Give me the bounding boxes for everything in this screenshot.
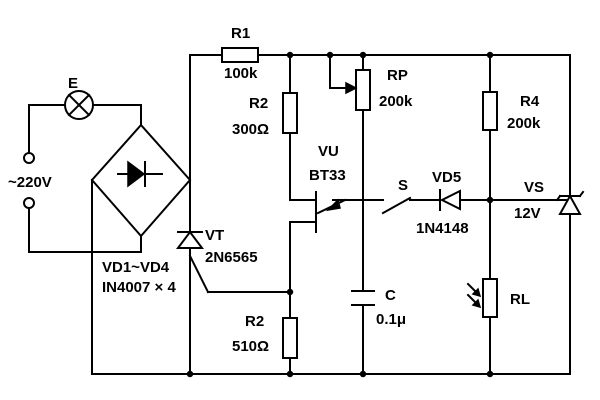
zener-ref-label: VS [524, 179, 544, 196]
r1-value-label: 100k [224, 65, 258, 82]
lamp-icon [64, 90, 94, 120]
zener-value-label: 12V [514, 205, 541, 222]
junction-dot [286, 288, 294, 296]
junction-dot [486, 51, 494, 59]
ujt-part-label: BT33 [309, 167, 346, 184]
capacitor-icon [351, 290, 375, 306]
bridge-rectifier-icon [90, 123, 192, 238]
vd5-part-label: 1N4148 [416, 220, 469, 237]
vd5-ref-label: VD5 [432, 169, 461, 186]
junction-dot [486, 370, 494, 378]
vd5-diode-icon [439, 189, 461, 211]
rp-value-label: 200k [379, 93, 413, 110]
junction-dot [286, 370, 294, 378]
rp-potentiometer [345, 69, 371, 111]
rp-ref-label: RP [387, 67, 408, 84]
junction-dot [359, 370, 367, 378]
junction-dot [359, 51, 367, 59]
r4-ref-label: R4 [520, 93, 540, 110]
bridge-part-label: IN4007 × 4 [102, 279, 176, 296]
mains-terminals [23, 152, 35, 209]
r4-value-label: 200k [507, 115, 541, 132]
capacitor-ref-label: C [385, 287, 396, 304]
ujt-transistor-icon [315, 191, 347, 233]
r2-upper-value-label: 300Ω [232, 121, 269, 138]
ujt-ref-label: VU [318, 143, 339, 160]
zener-diode-icon [555, 190, 585, 215]
switch-ref-label: S [398, 177, 408, 194]
r1-ref-label: R1 [231, 25, 250, 42]
scr-ref-label: VT [205, 227, 224, 244]
r2-lower-value-label: 510Ω [232, 338, 269, 355]
switch-icon [381, 196, 412, 215]
mains-voltage-label: ~220V [8, 174, 52, 191]
r4-resistor [482, 91, 498, 131]
ldr-icon [466, 278, 498, 318]
r2-lower-ref-label: R2 [245, 313, 264, 330]
ldr-ref-label: RL [510, 291, 530, 308]
r2-upper-ref-label: R2 [249, 95, 268, 112]
lamp-label: E [68, 75, 78, 92]
thyristor-icon [176, 230, 204, 249]
capacitor-value-label: 0.1μ [376, 311, 406, 328]
junction-dot [186, 370, 194, 378]
r1-resistor [221, 47, 259, 63]
junctions [186, 51, 494, 378]
junction-dot [486, 196, 494, 204]
r2-upper-resistor [282, 92, 298, 134]
scr-part-label: 2N6565 [205, 249, 258, 266]
junction-dot [326, 51, 334, 59]
junction-dot [286, 51, 294, 59]
r2-lower-resistor [282, 317, 298, 359]
bridge-ref-label: VD1~VD4 [102, 259, 170, 276]
